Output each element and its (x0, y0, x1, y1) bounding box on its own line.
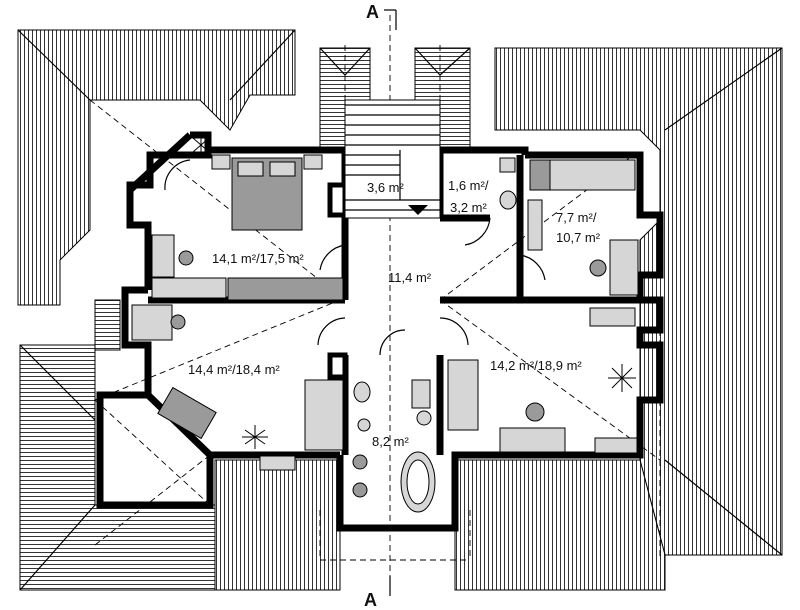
svg-text:A: A (366, 2, 379, 22)
label-bathroom: 8,2 m² (372, 434, 410, 449)
label-bedroom-nw: 14,1 m²/17,5 m² (212, 251, 304, 266)
desk (151, 234, 175, 278)
label-bedroom-sw: 14,4 m²/18,4 m² (188, 362, 280, 377)
label-wc-line1: 1,6 m²/ (448, 178, 489, 193)
furniture (131, 135, 639, 513)
walls (96, 131, 664, 532)
wardrobe (227, 277, 344, 301)
label-bedroom-ne-line2: 10,7 m² (556, 230, 601, 245)
label-bedroom-se: 14,2 m²/18,9 m² (490, 358, 582, 373)
single-bed (549, 159, 636, 191)
svg-text:A: A (364, 590, 377, 610)
section-mark-bottom: A (364, 576, 391, 610)
label-bedroom-ne-line1: 7,7 m²/ (556, 210, 597, 225)
label-hall: 11,4 m² (388, 270, 432, 285)
section-mark-top: A (366, 2, 397, 30)
label-stair-hall: 3,6 m² (367, 180, 405, 195)
staircase (344, 99, 441, 219)
door-swings (164, 159, 546, 356)
room-labels: 3,6 m² 1,6 m²/ 3,2 m² 7,7 m²/ 10,7 m² 14… (188, 178, 601, 449)
plant (242, 425, 268, 449)
label-wc-line2: 3,2 m² (450, 200, 488, 215)
chair (178, 250, 194, 266)
